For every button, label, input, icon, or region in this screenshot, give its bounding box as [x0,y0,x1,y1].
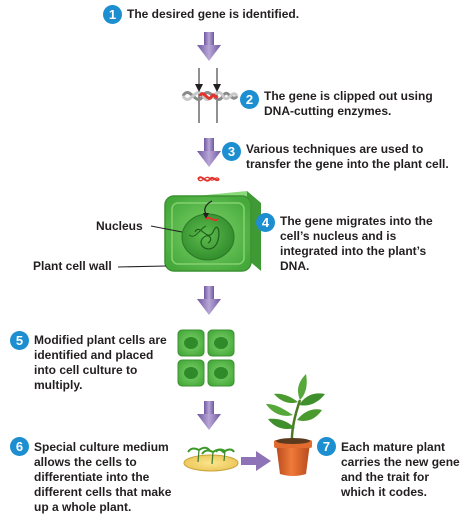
cell-wall-label: Plant cell wall [33,259,112,273]
cell-wall-leader-line [117,265,167,268]
nucleus-leader-line [150,225,183,233]
step-5-text: Modified plant cells are identified and … [34,333,167,392]
step-4-text: The gene migrates into the cell’s nucleu… [280,214,433,273]
step-4-badge: 4 [256,213,275,232]
step-1-text: The desired gene is identified. [127,7,300,21]
step-2-badge: 2 [240,90,259,109]
step-5-badge: 5 [10,331,29,350]
plant-cell [164,191,261,272]
dna-strand-icon [181,68,239,123]
step-3-badge: 3 [222,142,241,161]
gene-fragment-icon [197,176,220,182]
down-arrow-1 [197,32,221,61]
right-arrow [241,451,271,471]
nucleus-label: Nucleus [96,219,143,233]
potted-plant-icon [266,374,325,476]
step-6-text: Special culture medium allows the cells … [34,440,172,514]
down-arrow-3 [197,286,221,315]
step-1-badge: 1 [103,5,122,24]
down-arrow-2 [197,138,221,167]
step-6-badge: 6 [10,437,29,456]
cultured-cells [177,329,235,387]
step-3-text: Various techniques are used to transfer … [246,142,449,171]
down-arrow-4 [197,401,221,430]
step-2-text: The gene is clipped out using DNA-cuttin… [264,89,433,118]
culture-dish-icon [183,446,239,472]
step-7-badge: 7 [317,437,336,456]
step-7-text: Each mature plant carries the new gene a… [341,440,460,499]
